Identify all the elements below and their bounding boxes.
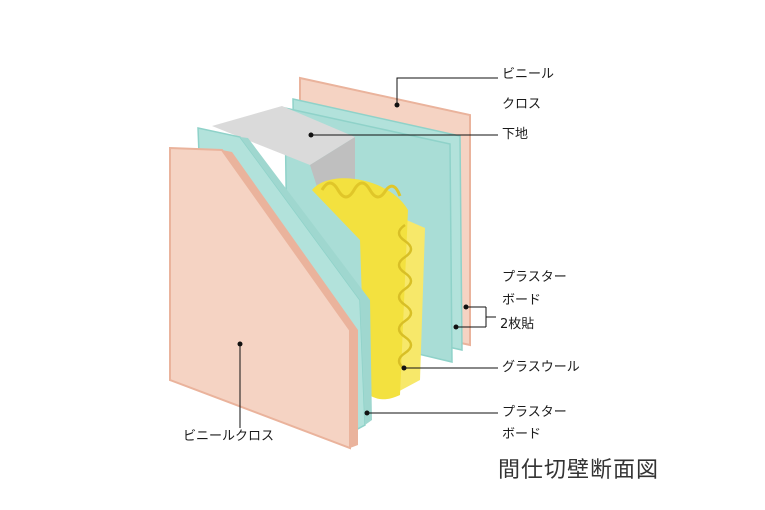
glass-wool-wave-top (320, 181, 402, 199)
dot-two-layers (453, 324, 459, 330)
leader-vinyl-right (396, 77, 498, 105)
label-plaster-upper-line2: ボード (502, 293, 542, 308)
label-substrate: 下地 (502, 127, 529, 142)
dot-vinyl-left (237, 341, 243, 347)
dot-plaster-lower (364, 410, 370, 416)
dot-substrate (308, 132, 314, 138)
label-vinyl-left: ビニールクロス (183, 429, 275, 444)
leader-lines (239, 77, 498, 428)
label-glass-wool: グラスウール (502, 360, 580, 375)
label-plaster-lower-line1: プラスター (502, 405, 567, 420)
label-plaster-upper-line1: プラスター (502, 270, 567, 285)
label-vinyl-right-line2: クロス (502, 97, 542, 112)
diagram-title: 間仕切壁断面図 (498, 458, 660, 483)
leader-dots (237, 102, 469, 416)
label-vinyl-right-line1: ビニール (502, 67, 555, 82)
glass-wool-body (312, 178, 408, 400)
dot-plaster-upper (463, 304, 469, 310)
label-plaster-lower-line2: ボード (502, 427, 542, 442)
substrate-top (212, 106, 355, 165)
dot-glass-wool (401, 365, 407, 371)
label-two-layers: 2枚貼 (500, 317, 535, 332)
dot-vinyl-right (394, 102, 400, 108)
glass-wool-wave-side (397, 223, 413, 371)
vinyl-cloth-front-edge (222, 150, 358, 448)
